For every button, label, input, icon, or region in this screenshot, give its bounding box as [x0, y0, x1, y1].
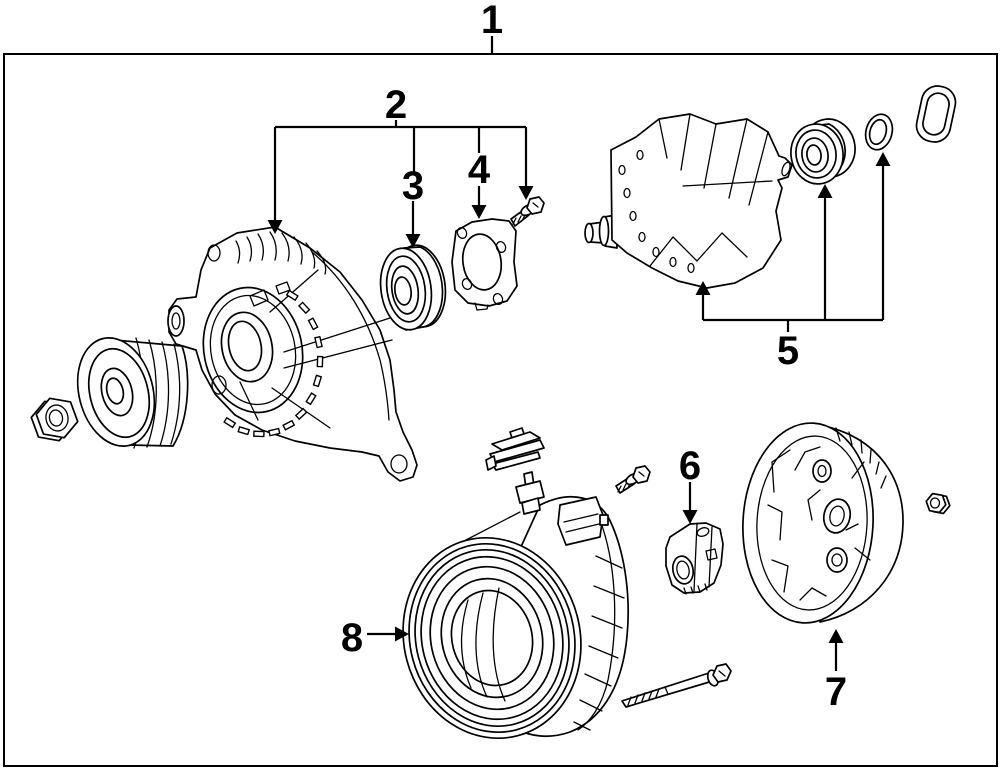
arrowhead: [395, 626, 409, 642]
arrowhead: [471, 205, 487, 219]
vent-slots: [223, 289, 324, 438]
callout-4: 4: [468, 127, 491, 219]
callout-7-label: 7: [825, 670, 847, 714]
callout-6: 6: [679, 444, 701, 524]
callout-6-label: 6: [679, 444, 701, 488]
arrowhead: [875, 152, 891, 166]
callout-3-label: 3: [402, 164, 424, 208]
rear-bearing-drawing: [790, 118, 856, 185]
regulator-drawing: [665, 522, 724, 595]
stator-drawing: [402, 471, 630, 740]
arrowhead: [695, 281, 711, 295]
pulley-nut-drawing: [30, 397, 79, 442]
callout-1-label: 1: [481, 0, 503, 42]
callout-8-label: 8: [341, 616, 363, 660]
callout-2-label: 2: [385, 83, 407, 127]
callout-3: 3: [402, 127, 424, 248]
arrowhead: [828, 629, 844, 643]
callout-7: 7: [825, 629, 847, 714]
mounting-bolt-drawing: [510, 196, 545, 227]
callout-8: 8: [341, 616, 409, 660]
through-bolt-drawing: [621, 663, 732, 708]
diagram-frame: [3, 53, 998, 767]
front-housing-drawing: [167, 226, 418, 482]
callout-5: 5: [695, 152, 891, 373]
callout-4-label: 4: [468, 148, 491, 192]
callout-1: 1: [481, 0, 503, 53]
terminal-grommet-drawing: [915, 85, 957, 143]
arrowhead: [405, 234, 421, 248]
rear-cover-drawing: [742, 422, 904, 624]
callout-5-label: 5: [777, 329, 799, 373]
rear-nut-drawing: [925, 492, 951, 515]
terminal-plate-stack-drawing: [485, 427, 545, 471]
arrowhead: [267, 220, 283, 234]
rotor-drawing: [584, 113, 793, 289]
regulator-bolt-drawing: [615, 465, 651, 494]
arrowhead: [518, 186, 534, 200]
pulley-drawing: [76, 337, 189, 449]
retainer-plate-drawing: [451, 218, 518, 311]
callout-2: 2: [267, 83, 534, 234]
arrowhead: [682, 510, 698, 524]
front-bearing-drawing: [379, 244, 447, 331]
bearing-ring-drawing: [864, 113, 894, 151]
arrowhead: [817, 184, 833, 198]
